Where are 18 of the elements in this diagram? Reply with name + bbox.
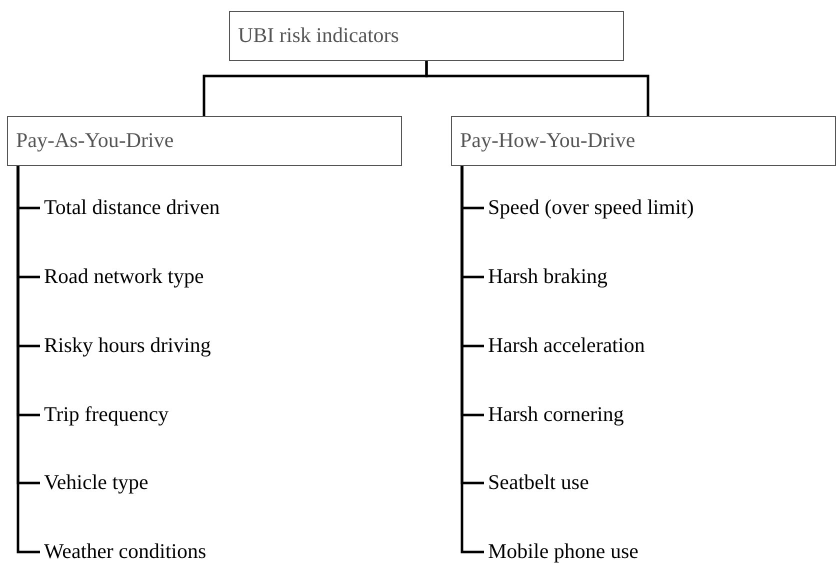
indicator-label: Trip frequency xyxy=(44,402,169,428)
indicator-label: Road network type xyxy=(44,264,204,290)
connector-line xyxy=(16,166,40,554)
category-box: Pay-How-You-Drive xyxy=(451,116,836,166)
category-box: UBI risk indicators xyxy=(229,11,624,61)
indicator-label: Vehicle type xyxy=(44,470,148,496)
indicator-label: Harsh cornering xyxy=(488,402,624,428)
indicator-label: Harsh braking xyxy=(488,264,608,290)
indicator-label: Harsh acceleration xyxy=(488,333,645,359)
indicator-label: Total distance driven xyxy=(44,195,220,221)
indicator-label: Seatbelt use xyxy=(488,470,589,496)
indicator-label: Mobile phone use xyxy=(488,539,638,563)
category-box: Pay-As-You-Drive xyxy=(7,116,402,166)
indicator-label: Risky hours driving xyxy=(44,333,211,359)
indicator-label: Speed (over speed limit) xyxy=(488,195,694,221)
connector-line xyxy=(425,61,650,116)
connector-line xyxy=(460,166,484,554)
indicator-label: Weather conditions xyxy=(44,539,206,563)
